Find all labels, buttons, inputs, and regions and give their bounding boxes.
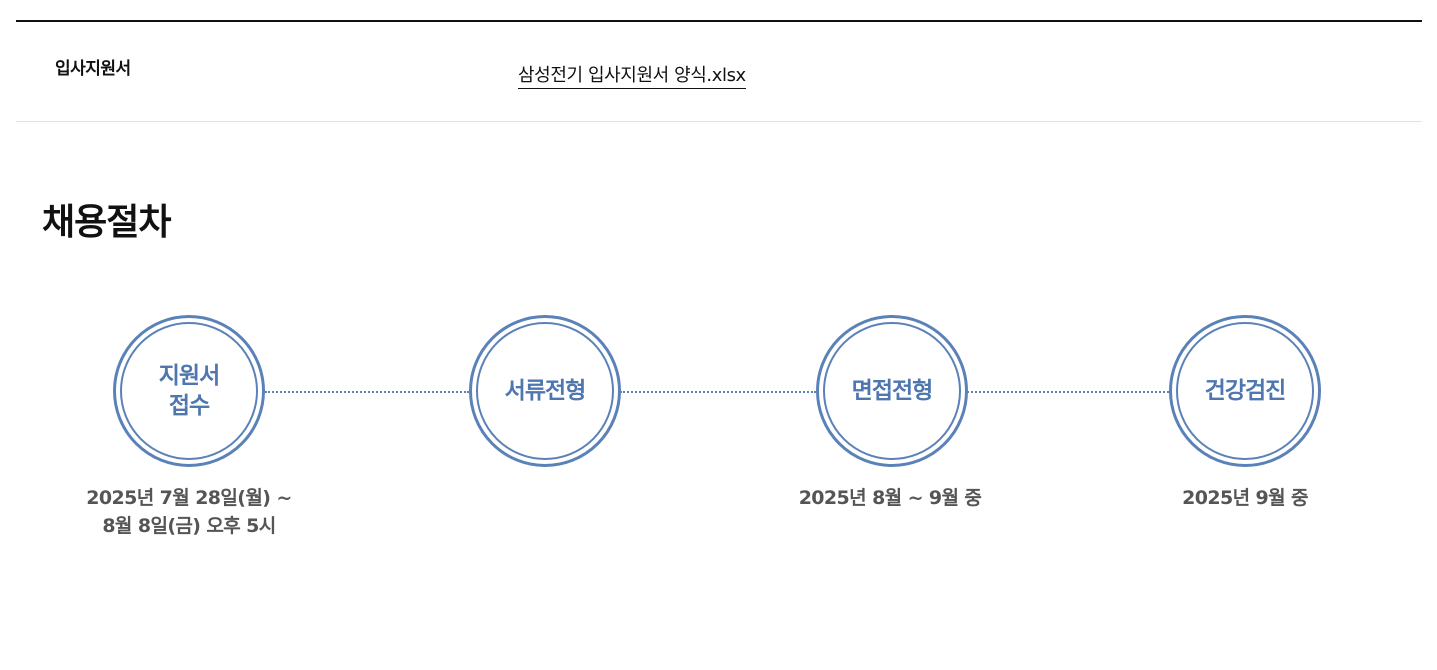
attachment-label: 입사지원서 <box>55 59 131 79</box>
step-connector <box>620 391 816 393</box>
step-circle-inner: 건강검진 <box>1176 322 1314 460</box>
step-date: 2025년 8월 ~ 9월 중 <box>798 487 982 509</box>
step-connector <box>967 391 1169 393</box>
step-circle-inner: 면접전형 <box>823 322 961 460</box>
step-circle-inner: 서류전형 <box>476 322 614 460</box>
step-label: 서류전형 <box>504 378 587 404</box>
step-document-screening: 서류전형 <box>469 315 621 467</box>
step-date: 2025년 9월 중 <box>1182 487 1308 509</box>
step-connector <box>265 391 469 393</box>
section-title: 채용절차 <box>42 202 171 243</box>
step-health-check: 건강검진 <box>1169 315 1321 467</box>
step-date: 2025년 7월 28일(월) ~ 8월 8일(금) 오후 5시 <box>86 487 292 537</box>
step-label: 면접전형 <box>851 378 934 404</box>
step-circle-inner: 지원서 접수 <box>120 322 258 460</box>
top-divider <box>16 20 1422 22</box>
step-interview: 면접전형 <box>816 315 968 467</box>
step-application: 지원서 접수 <box>113 315 265 467</box>
attachment-file-link[interactable]: 삼성전기 입사지원서 양식.xlsx <box>518 61 746 89</box>
step-label: 건강검진 <box>1204 378 1287 404</box>
step-label: 지원서 접수 <box>158 363 220 419</box>
attachment-row: 입사지원서 삼성전기 입사지원서 양식.xlsx <box>16 22 1422 122</box>
